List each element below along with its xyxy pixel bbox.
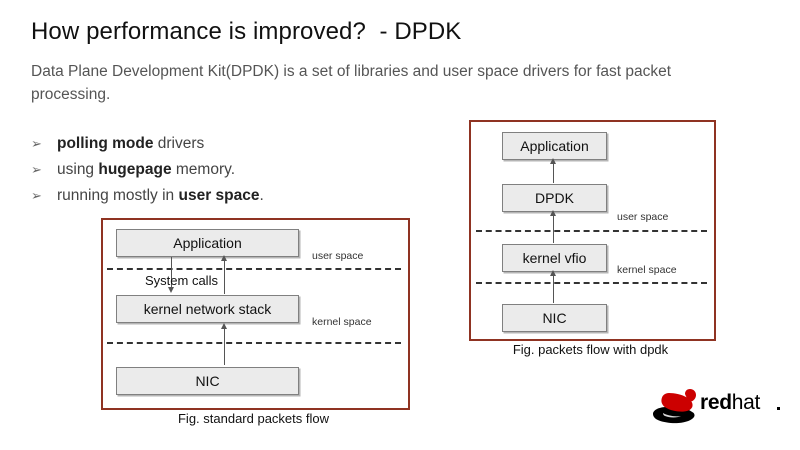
page-title: How performance is improved? - DPDK xyxy=(31,18,462,45)
label-user-space: user space xyxy=(312,250,364,262)
diagram-box-kernel-vfio: kernel vfio xyxy=(502,244,607,272)
list-item: ➢ polling mode drivers xyxy=(31,131,264,157)
arrow-head-up-icon xyxy=(221,323,227,329)
user-kernel-divider xyxy=(107,268,401,270)
list-item: ➢ running mostly in user space. xyxy=(31,183,264,209)
logo-trademark-dot xyxy=(777,407,780,410)
figure-caption-left: Fig. standard packets flow xyxy=(177,411,330,426)
diagram-box-label: kernel network stack xyxy=(143,301,272,317)
diagram-box-label: DPDK xyxy=(535,190,574,206)
bullet-item-label: using hugepage memory. xyxy=(57,157,235,183)
diagram-box-dpdk: DPDK xyxy=(502,184,607,212)
diagram-box-label: Application xyxy=(173,235,242,251)
diagram-box-label: kernel vfio xyxy=(522,250,587,266)
arrow-head-up-icon xyxy=(221,255,227,261)
kernel-hardware-divider xyxy=(476,282,707,284)
label-kernel-space: kernel space xyxy=(312,316,372,328)
page-subtitle: Data Plane Development Kit(DPDK) is a se… xyxy=(31,63,672,103)
bullet-item-label: running mostly in user space. xyxy=(57,183,264,209)
arrow-line-down xyxy=(171,257,172,289)
arrow-bullet-icon: ➢ xyxy=(31,188,42,203)
figure-dpdk-packets-flow: Application DPDK user space kernel vfio … xyxy=(469,120,716,341)
label-user-space: user space xyxy=(617,211,669,223)
diagram-box-label: NIC xyxy=(195,373,220,389)
redhat-shadowman-icon xyxy=(653,389,696,424)
logo-hat-text: hat xyxy=(731,391,761,414)
arrow-bullet-icon: ➢ xyxy=(31,162,42,177)
logo-red-text: red xyxy=(700,391,732,414)
arrow-head-up-icon xyxy=(550,158,556,164)
arrow-head-up-icon xyxy=(550,210,556,216)
bullet-bold-text: user space xyxy=(178,187,260,204)
diagram-box-label: Application xyxy=(520,138,589,154)
diagram-box-kernel-network-stack: kernel network stack xyxy=(116,295,299,323)
user-kernel-divider xyxy=(476,230,707,232)
kernel-hardware-divider xyxy=(107,342,401,344)
redhat-logo: redhat xyxy=(652,385,784,427)
arrow-line-up xyxy=(553,214,554,243)
label-system-calls: System calls xyxy=(145,273,218,288)
list-item: ➢ using hugepage memory. xyxy=(31,157,264,183)
arrow-head-up-icon xyxy=(550,270,556,276)
arrow-line-up xyxy=(224,260,225,294)
bullet-post-text: drivers xyxy=(153,135,205,152)
diagram-box-application: Application xyxy=(116,229,299,257)
bullet-list: ➢ polling mode drivers ➢ using hugepage … xyxy=(31,131,264,209)
arrow-head-down-icon xyxy=(168,287,174,293)
bullet-post-text: . xyxy=(259,187,264,204)
bullet-bold-text: hugepage xyxy=(98,161,172,178)
figure-caption-right: Fig. packets flow with dpdk xyxy=(512,342,669,357)
redhat-wordmark: redhat xyxy=(700,392,760,413)
label-kernel-space: kernel space xyxy=(617,264,677,276)
arrow-line-up xyxy=(553,162,554,183)
bullet-post-text: memory. xyxy=(171,161,236,178)
arrow-line-up xyxy=(224,328,225,365)
bullet-pre-text: using xyxy=(57,161,99,178)
bullet-pre-text: running mostly in xyxy=(57,187,179,204)
bullet-bold-text: polling mode xyxy=(57,135,154,152)
diagram-box-label: NIC xyxy=(542,310,567,326)
diagram-box-nic: NIC xyxy=(116,367,299,395)
figure-standard-packets-flow: Application user space System calls kern… xyxy=(101,218,410,410)
arrow-line-up xyxy=(553,274,554,303)
diagram-box-nic: NIC xyxy=(502,304,607,332)
bullet-item-label: polling mode drivers xyxy=(57,131,204,157)
arrow-bullet-icon: ➢ xyxy=(31,136,42,151)
diagram-box-application: Application xyxy=(502,132,607,160)
